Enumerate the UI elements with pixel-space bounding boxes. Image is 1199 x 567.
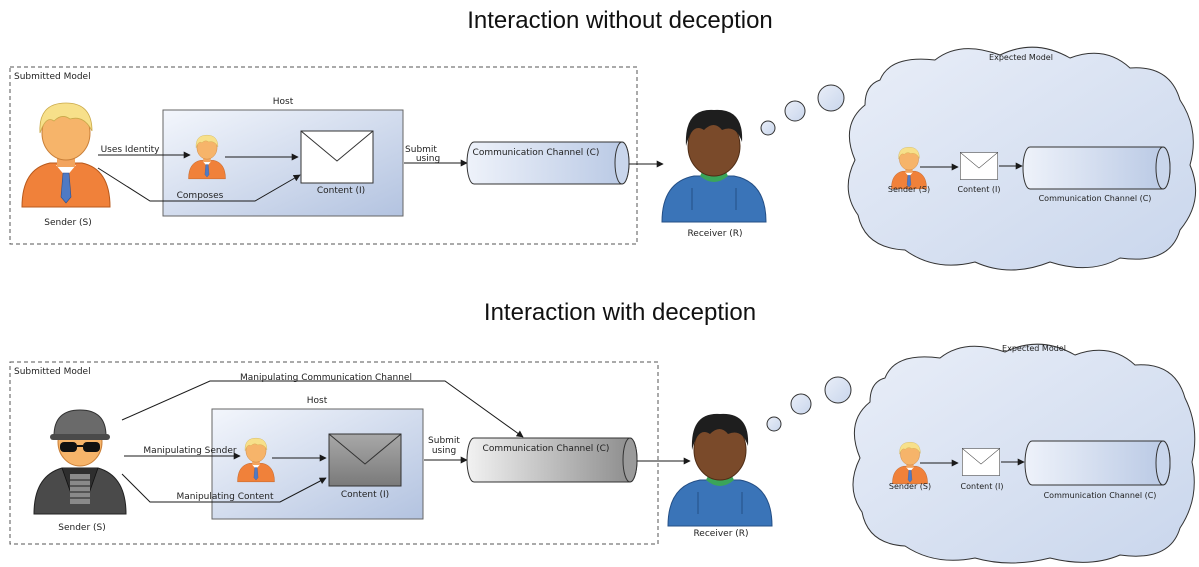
- bottom-submitted-model-label: Submitted Model: [14, 367, 91, 377]
- bottom-host-label: Host: [307, 396, 328, 406]
- bottom-exp-channel-cylinder: [1024, 440, 1171, 486]
- top-expected-model-title: Expected Model: [989, 53, 1053, 62]
- bottom-channel-label: Communication Channel (C): [483, 444, 610, 454]
- top-host-label: Host: [273, 97, 294, 107]
- top-exp-channel-cylinder: [1022, 146, 1171, 190]
- bottom-spy-sender-icon: [33, 409, 127, 515]
- top-channel-label: Communication Channel (C): [473, 148, 600, 158]
- bottom-channel-cylinder: [466, 437, 638, 483]
- bottom-exp-sender-label: Sender (S): [889, 482, 931, 491]
- bottom-submitted-model-box: [9, 361, 659, 545]
- top-panel-title: Interaction without deception: [467, 7, 773, 34]
- bottom-submit-label-2: using: [432, 446, 456, 456]
- bottom-manip-content-label: Manipulating Content: [176, 492, 273, 502]
- bottom-receiver-label: Receiver (R): [693, 529, 748, 539]
- bottom-expected-model-title: Expected Model: [1002, 344, 1066, 353]
- top-channel-cylinder: [466, 141, 630, 185]
- bottom-envelope-icon: [328, 433, 402, 487]
- bottom-panel-title: Interaction with deception: [484, 299, 756, 326]
- bottom-thought-bubbles: [766, 376, 852, 432]
- bottom-expected-model-cloud: [852, 343, 1196, 564]
- top-sender-label: Sender (S): [44, 218, 92, 228]
- top-expected-model-cloud: [847, 46, 1197, 271]
- top-uses-identity-label: Uses Identity: [101, 145, 161, 155]
- top-envelope-icon: [300, 130, 374, 184]
- top-composes-arrow: [97, 167, 301, 202]
- bottom-manip-channel-label: Manipulating Communication Channel: [240, 373, 412, 383]
- bottom-exp-content-label: Content (I): [961, 482, 1004, 491]
- bottom-manip-content-arrow: [121, 473, 327, 503]
- top-exp-envelope-icon: [960, 152, 998, 180]
- bottom-exp-channel-label: Communication Channel (C): [1044, 491, 1157, 500]
- top-content-label: Content (I): [317, 186, 365, 196]
- bottom-receiver-icon: [667, 413, 773, 527]
- top-thought-bubbles: [760, 84, 845, 136]
- top-submit-label-2: using: [416, 154, 440, 164]
- top-submitted-model-box: [9, 66, 638, 245]
- top-exp-content-label: Content (I): [958, 185, 1001, 194]
- top-receiver-icon: [661, 109, 767, 223]
- bottom-submit-label-1: Submit: [428, 436, 460, 446]
- top-receiver-label: Receiver (R): [687, 229, 742, 239]
- bottom-content-label: Content (I): [341, 490, 389, 500]
- bottom-exp-envelope-icon: [962, 448, 1000, 476]
- top-composes-label: Composes: [177, 191, 224, 201]
- top-sender-icon: [21, 102, 111, 208]
- bottom-manip-sender-label: Manipulating Sender: [143, 446, 236, 456]
- bottom-manip-channel-arrow: [121, 380, 524, 438]
- top-exp-sender-label: Sender (S): [888, 185, 930, 194]
- top-submitted-model-label: Submitted Model: [14, 72, 91, 82]
- top-exp-channel-label: Communication Channel (C): [1039, 194, 1152, 203]
- top-submit-label-1: Submit: [405, 145, 437, 155]
- bottom-sender-label: Sender (S): [58, 523, 106, 533]
